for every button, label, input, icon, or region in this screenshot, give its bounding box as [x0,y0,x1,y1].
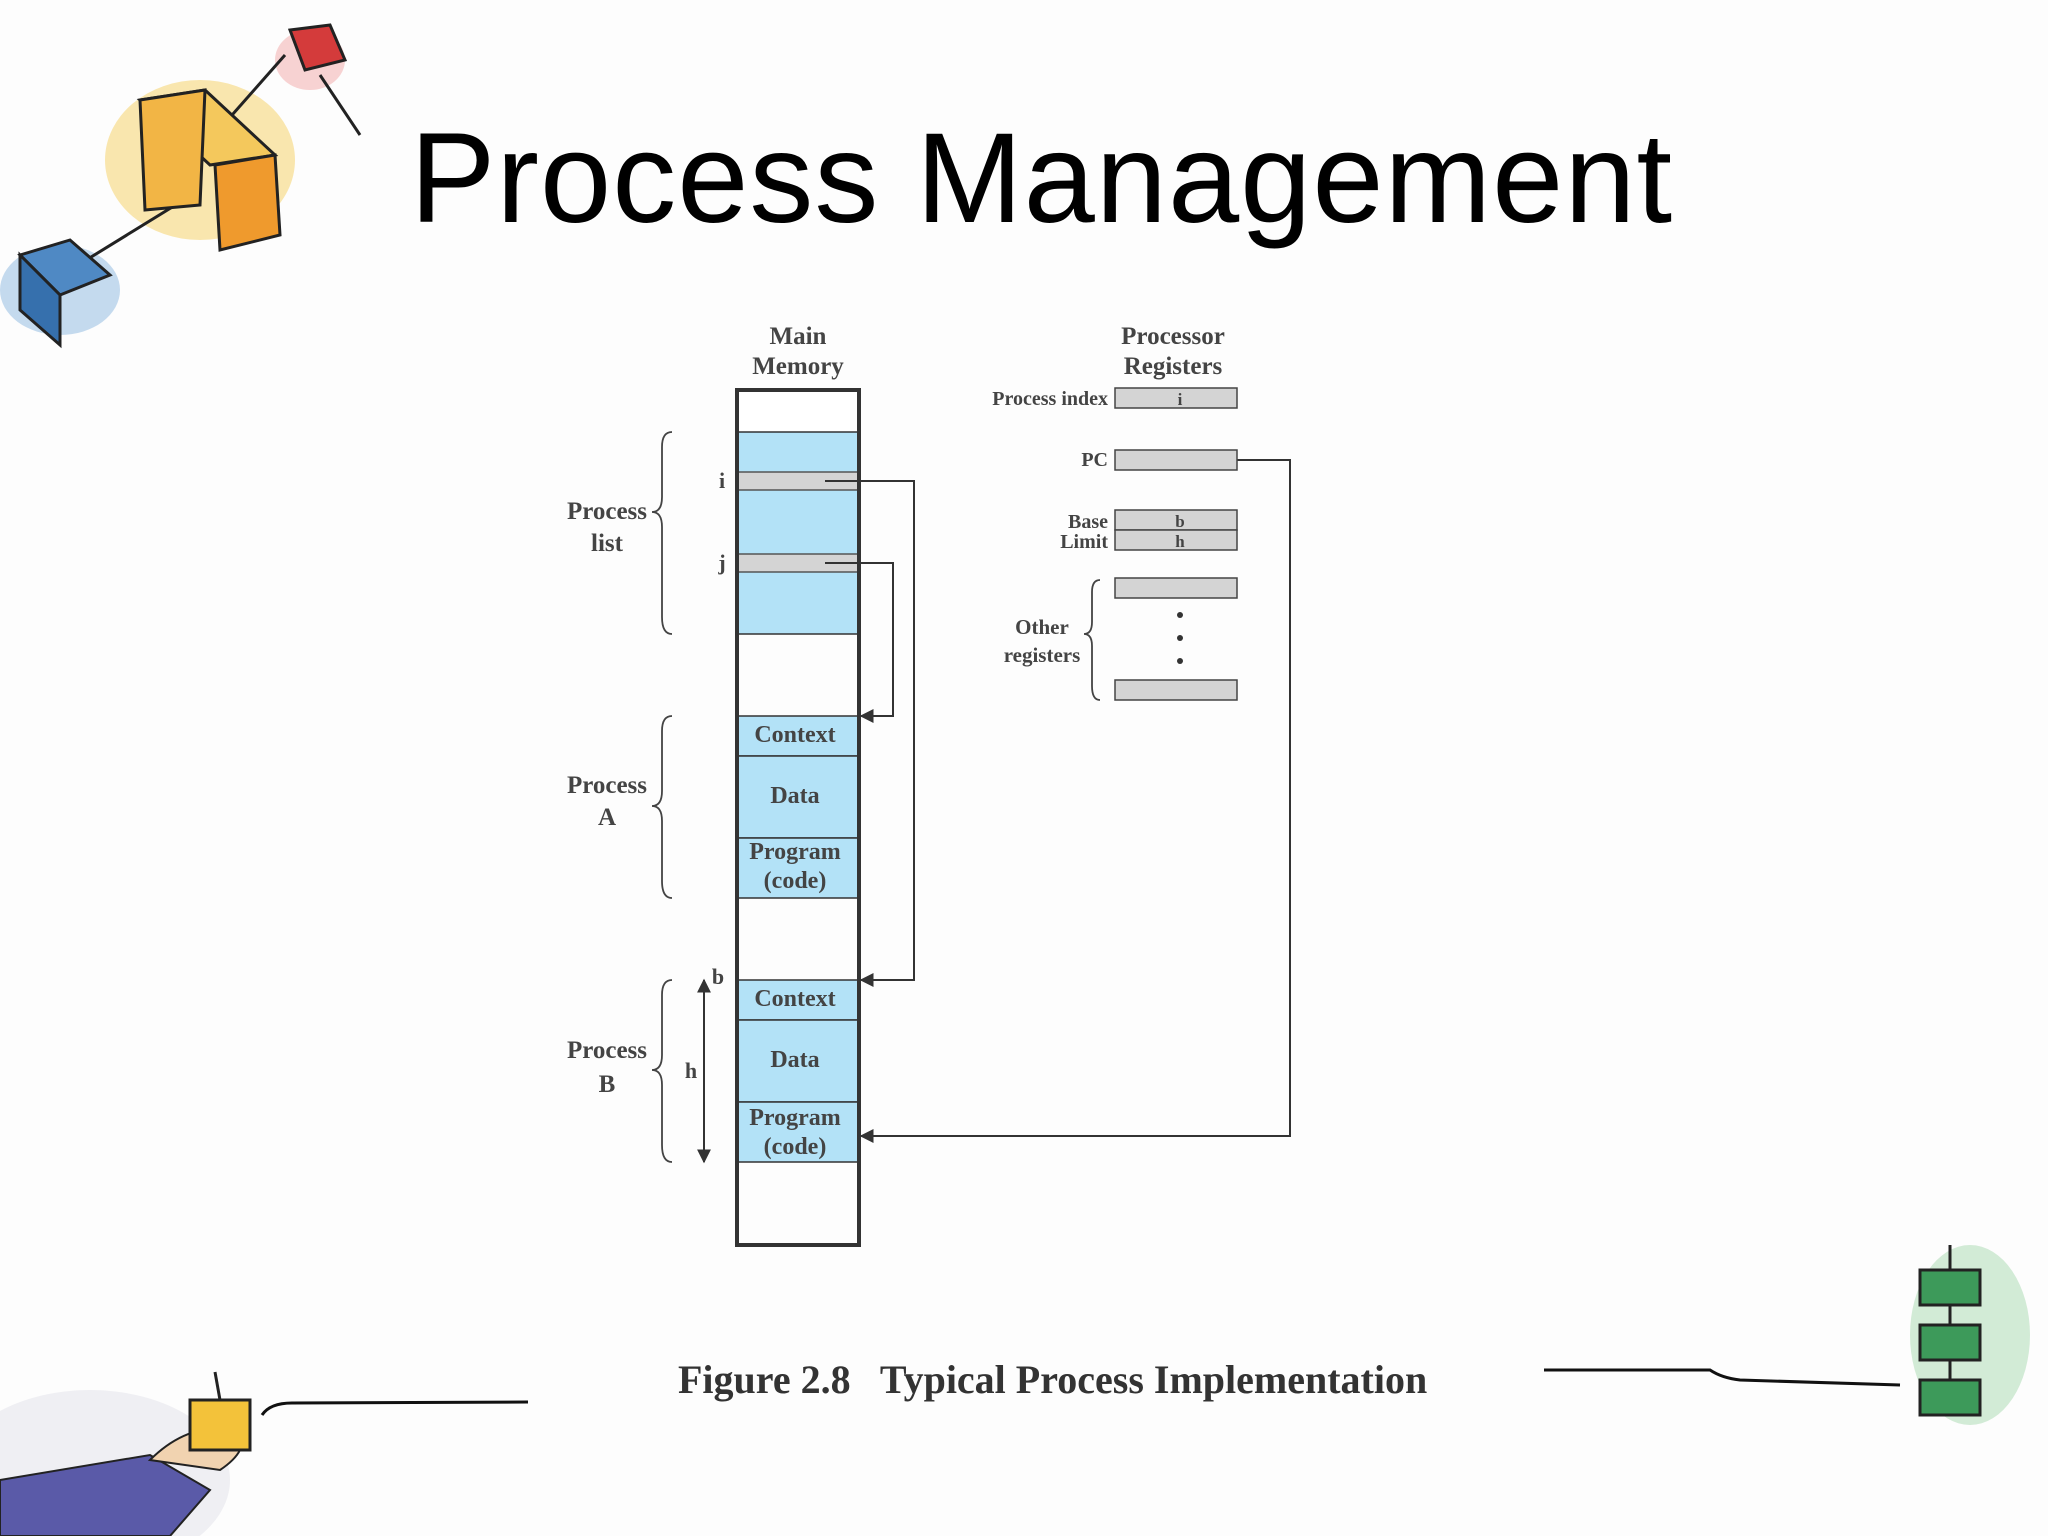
page-title: Process Management [410,107,1674,250]
process-b-context [736,979,860,1021]
cubes-clipart-icon [0,23,362,349]
process-list-block [736,431,860,635]
hand-clipart-icon [0,1371,529,1536]
process-b-brace [651,979,673,1163]
data-label-a: Data [770,783,819,809]
other-register-top [1114,577,1238,599]
process-list-label-line2: list [591,530,624,557]
base-label: Base [1068,511,1108,533]
limit-label: Limit [1060,531,1108,553]
ellipsis-dot [1177,658,1183,664]
pointer-j-to-process-a [825,562,894,723]
limit-register [1114,529,1238,551]
program-label-b-line2: (code) [764,1134,827,1160]
ellipsis-dot [1177,635,1183,641]
h-marker-label: h [685,1058,697,1083]
pointer-i-to-process-b [825,480,915,987]
limit-value: h [1175,532,1185,551]
main-memory-column [735,388,861,1247]
process-b-label-line1: Process [567,1037,647,1064]
other-register-bottom [1114,679,1238,701]
main-memory-label-line2: Memory [752,353,844,380]
process-index-value: i [1178,390,1183,409]
base-value: b [1175,512,1184,531]
processor-registers-label-line2: Registers [1124,353,1223,380]
process-a-label-line1: Process [567,772,647,799]
pc-label: PC [1081,449,1108,471]
process-a-program [736,837,860,899]
other-registers-label-line2: registers [1004,643,1081,667]
stacked-boxes-clipart-icon [1544,1245,2030,1425]
ellipsis-dot [1177,612,1183,618]
b-marker-label: b [712,964,724,989]
processor-registers-label-line1: Processor [1121,323,1225,350]
pc-register [1114,449,1238,471]
figure-caption: Figure 2.8 Typical Process Implementatio… [678,1357,1428,1402]
main-memory-label-line1: Main [770,323,827,350]
memory-outline [735,388,861,1247]
context-label-b: Context [754,986,835,1012]
memory-free-top [737,390,859,432]
pointer-pc-to-process-b-program [859,459,1291,1143]
entry-i-label: i [719,468,725,493]
entry-j-label: j [717,550,725,575]
process-index-label: Process index [992,388,1108,410]
process-list-label-line1: Process [567,498,647,525]
process-a-label-line2: A [598,804,616,831]
process-b-program [736,1101,860,1163]
process-list-brace [651,431,673,635]
program-label-b-line1: Program [749,1105,841,1131]
data-label-b: Data [770,1047,819,1073]
other-registers-label-line1: Other [1015,615,1069,639]
process-index-register [1114,387,1238,409]
program-label-a-line1: Program [749,839,841,865]
process-a-brace [651,715,673,899]
process-b-data [736,1019,860,1103]
program-label-a-line2: (code) [764,868,827,894]
process-b-label-line2: B [599,1071,616,1098]
context-label-a: Context [754,722,835,748]
other-registers-brace [1083,579,1101,701]
